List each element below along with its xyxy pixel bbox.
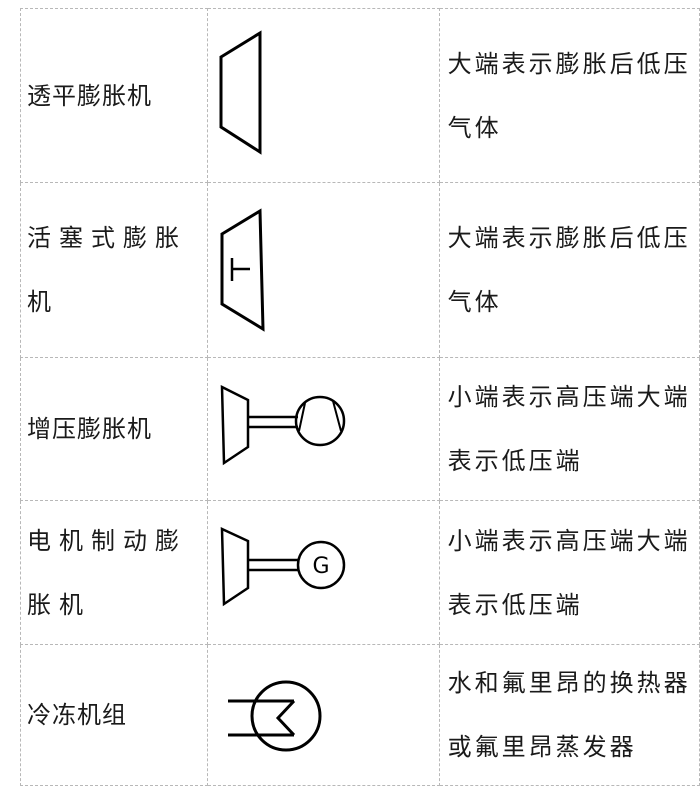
piston-expander-icon [220, 208, 265, 332]
symbol-description: 小端表示高压端大端表示低压端 [438, 500, 700, 645]
symbol-description: 大端表示膨胀后低压气体 [438, 182, 700, 358]
refrigeration-unit-icon [227, 680, 322, 752]
table-row: 活塞式膨胀机 大端表示膨胀后低压气体 [20, 182, 700, 358]
equipment-name: 增压膨胀机 [20, 357, 208, 501]
symbol-cell [206, 644, 440, 786]
symbol-description: 水和氟里昂的换热器或氟里昂蒸发器 [438, 644, 700, 786]
turbine-expander-icon [219, 30, 262, 155]
equipment-symbol-table: 透平膨胀机 大端表示膨胀后低压气体 活塞式膨胀机 大端表示膨胀后低压气体 增压膨… [20, 8, 700, 786]
equipment-name: 电机制动膨胀机 [20, 500, 208, 645]
symbol-cell [206, 357, 440, 501]
table-row: 透平膨胀机 大端表示膨胀后低压气体 [20, 8, 700, 183]
equipment-name: 透平膨胀机 [20, 8, 208, 183]
booster-expander-icon [220, 384, 345, 466]
symbol-cell [206, 8, 440, 183]
table-row: 电机制动膨胀机 G 小端表示高压端大端表示低压端 [20, 500, 700, 645]
symbol-description: 大端表示膨胀后低压气体 [438, 8, 700, 183]
table-row: 冷冻机组 水和氟里昂的换热器或氟里昂蒸发器 [20, 644, 700, 786]
generator-letter: G [312, 554, 329, 579]
generator-braked-expander-icon: G [220, 527, 345, 607]
symbol-description: 小端表示高压端大端表示低压端 [438, 357, 700, 501]
table-row: 增压膨胀机 小端表示高压端大端表示低压端 [20, 357, 700, 501]
equipment-name: 活塞式膨胀机 [20, 182, 208, 358]
equipment-name: 冷冻机组 [20, 644, 208, 786]
symbol-cell [206, 182, 440, 358]
symbol-cell: G [206, 500, 440, 645]
